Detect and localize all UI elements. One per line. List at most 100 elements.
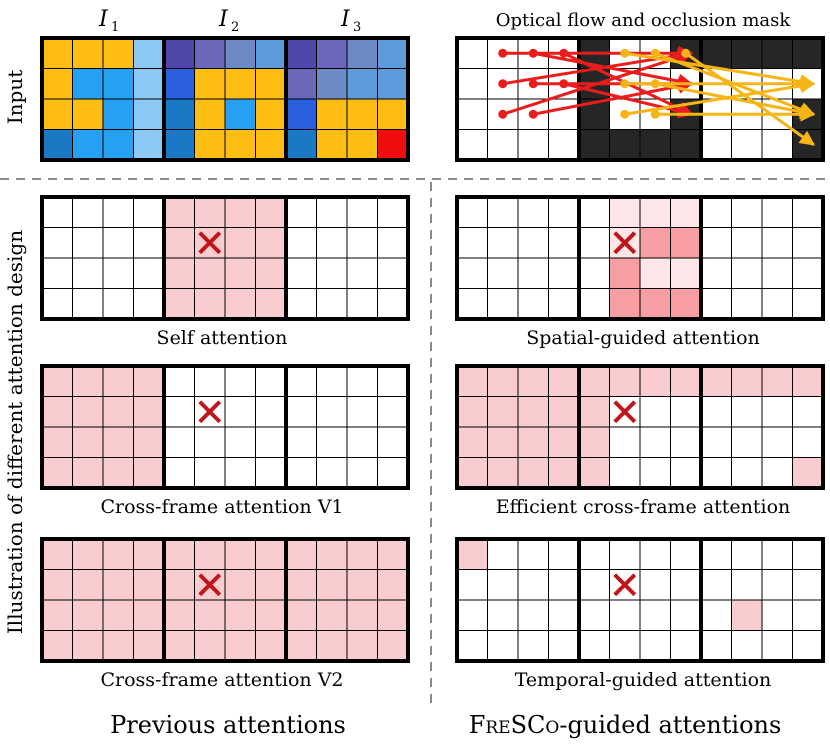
- grid-cell: [670, 365, 702, 397]
- grid-cell: [456, 599, 488, 631]
- grid-cell: [102, 396, 134, 428]
- grid-cell: [285, 129, 317, 161]
- grid-cell: [731, 257, 763, 289]
- grid-cell: [102, 37, 134, 69]
- grid-cell: [224, 538, 256, 570]
- grid-cell: [639, 426, 671, 458]
- grid-cell: [72, 569, 104, 601]
- grid-cell: [41, 538, 73, 570]
- frame-label-i2-text: I: [218, 7, 229, 32]
- grid-cell: [194, 630, 226, 662]
- grid-cell: [255, 569, 287, 601]
- flow-origin-dot: [528, 109, 538, 119]
- grid-cell: [102, 630, 134, 662]
- grid-cell: [639, 129, 671, 161]
- grid-cell: [639, 538, 671, 570]
- grid-cell: [761, 365, 793, 397]
- grid-cell: [517, 257, 549, 289]
- flow-origin-dot: [498, 109, 508, 119]
- grid-cell: [224, 365, 256, 397]
- grid-cell: [548, 365, 580, 397]
- grid-cell: [670, 196, 702, 228]
- grid-cell: [41, 129, 73, 161]
- grid-cell: [255, 538, 287, 570]
- grid-cell: [255, 365, 287, 397]
- grid-cell: [487, 426, 519, 458]
- query-marker-icon: [198, 400, 222, 424]
- grid-cell: [670, 257, 702, 289]
- flow-origin-dot: [528, 79, 538, 89]
- grid-cell: [761, 37, 793, 69]
- grid-cell: [731, 227, 763, 259]
- grid-cell: [487, 257, 519, 289]
- grid-cell: [72, 288, 104, 320]
- grid-cell: [456, 569, 488, 601]
- fresco-attentions-panels: [455, 195, 825, 663]
- grid-cell: [72, 457, 104, 489]
- grid-cell: [163, 396, 195, 428]
- input-frames-grid: [40, 36, 410, 162]
- grid-cell: [548, 98, 580, 130]
- frame-border: [284, 537, 410, 663]
- flow-origin-dot: [620, 79, 630, 89]
- flow-origin-dot: [559, 79, 569, 89]
- frame-border: [284, 195, 410, 321]
- grid-cell: [224, 68, 256, 100]
- grid-cell: [102, 68, 134, 100]
- grid-cell: [133, 630, 165, 662]
- flow-origin-dot: [498, 79, 508, 89]
- grid-cell: [792, 569, 824, 601]
- grid-cell: [792, 365, 824, 397]
- grid-cell: [487, 288, 519, 320]
- grid-cell: [72, 257, 104, 289]
- grid-cell: [255, 457, 287, 489]
- grid-cell: [133, 396, 165, 428]
- grid-cell: [163, 129, 195, 161]
- grid-cell: [316, 457, 348, 489]
- grid-cell: [792, 426, 824, 458]
- grid-cell: [133, 37, 165, 69]
- grid-cell: [316, 599, 348, 631]
- frame-label-i1: I 1: [98, 7, 119, 35]
- grid-cell: [487, 630, 519, 662]
- grid-cell: [731, 599, 763, 631]
- grid-cell: [194, 599, 226, 631]
- grid-cell: [346, 569, 378, 601]
- grid-cell: [72, 538, 104, 570]
- grid-cell: [41, 257, 73, 289]
- grid-cell: [194, 129, 226, 161]
- grid-cell: [578, 196, 610, 228]
- flow-arrow: [532, 51, 694, 89]
- grid-cell: [41, 98, 73, 130]
- grid-cell: [346, 37, 378, 69]
- caption-efficient-cross-frame: Efficient cross-frame attention: [496, 496, 791, 518]
- grid-cell: [163, 227, 195, 259]
- frame-border: [284, 364, 410, 490]
- grid-cell: [316, 569, 348, 601]
- grid-cell: [731, 538, 763, 570]
- grid-cell: [72, 630, 104, 662]
- grid-cell: [41, 457, 73, 489]
- grid-cell: [487, 599, 519, 631]
- grid-cell: [609, 457, 641, 489]
- grid-cell: [285, 630, 317, 662]
- grid-cell: [102, 98, 134, 130]
- grid-cell: [700, 630, 732, 662]
- grid-cell: [377, 457, 409, 489]
- grid-cell: [194, 68, 226, 100]
- footer-fresco-rest: -guided attentions: [559, 711, 781, 739]
- grid-cell: [316, 68, 348, 100]
- grid-cell: [194, 98, 226, 130]
- grid-cell: [41, 365, 73, 397]
- flow-origin-dot: [620, 48, 630, 58]
- grid-cell: [285, 68, 317, 100]
- grid-cell: [456, 538, 488, 570]
- grid-cell: [72, 196, 104, 228]
- attention-block-fresco: [455, 195, 825, 321]
- grid-cell: [609, 599, 641, 631]
- grid-cell: [316, 288, 348, 320]
- grid-cell: [316, 426, 348, 458]
- grid-cell: [761, 288, 793, 320]
- grid-cell: [377, 288, 409, 320]
- grid-cell: [255, 196, 287, 228]
